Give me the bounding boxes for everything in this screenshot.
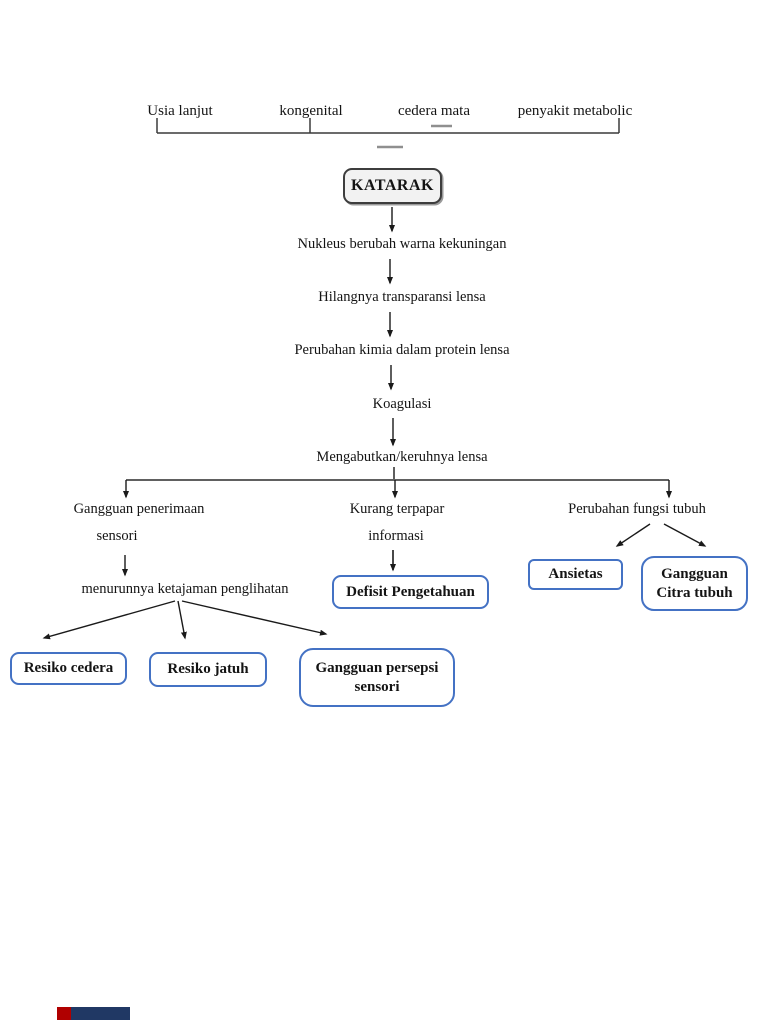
outcome-box-gangguan-citra-tubuh: Gangguan Citra tubuh bbox=[641, 556, 748, 611]
right-branch-arrows bbox=[615, 523, 707, 547]
footer-bar-navy-segment bbox=[71, 1007, 130, 1020]
cause-kongenital: kongenital bbox=[279, 103, 343, 119]
cause-bracket bbox=[156, 118, 620, 134]
chain-step-3: Perubahan kimia dalam protein lensa bbox=[294, 342, 510, 358]
outcome-box-defisit-pengetahuan: Defisit Pengetahuan bbox=[332, 575, 489, 609]
left-branch-label-line2: sensori bbox=[96, 528, 138, 544]
cause-usia-lanjut: Usia lanjut bbox=[147, 103, 213, 119]
outcome-box-ansietas: Ansietas bbox=[528, 559, 623, 590]
gray-dashes bbox=[377, 124, 452, 149]
right-branch-label: Perubahan fungsi tubuh bbox=[568, 501, 706, 517]
footer-progress-bar bbox=[57, 1007, 130, 1020]
outcome-box-resiko-jatuh: Resiko jatuh bbox=[149, 652, 267, 687]
cause-penyakit-metabolic: penyakit metabolic bbox=[517, 103, 633, 119]
center-branch-label-line2: informasi bbox=[368, 528, 424, 544]
left-branch-sub-label: menurunnya ketajaman penglihatan bbox=[81, 581, 289, 597]
chain-step-5: Mengabutkan/keruhnya lensa bbox=[316, 449, 488, 465]
chain-step-1: Nukleus berubah warna kekuningan bbox=[297, 236, 507, 252]
left-branch-label-line1: Gangguan penerimaan bbox=[73, 501, 205, 517]
root-node-katarak: KATARAK bbox=[343, 168, 442, 204]
center-branch-label-line1: Kurang terpapar bbox=[349, 501, 445, 517]
outcome-box-resiko-cedera: Resiko cedera bbox=[10, 652, 127, 685]
chain-step-2: Hilangnya transparansi lensa bbox=[318, 289, 486, 305]
footer-bar-red-segment bbox=[57, 1007, 71, 1020]
chain-step-4: Koagulasi bbox=[372, 396, 432, 412]
outcome-box-gangguan-persepsi-sensori: Gangguan persepsi sensori bbox=[299, 648, 455, 707]
cause-cedera-mata: cedera mata bbox=[397, 103, 471, 119]
branch-rail-arrows bbox=[123, 480, 672, 499]
